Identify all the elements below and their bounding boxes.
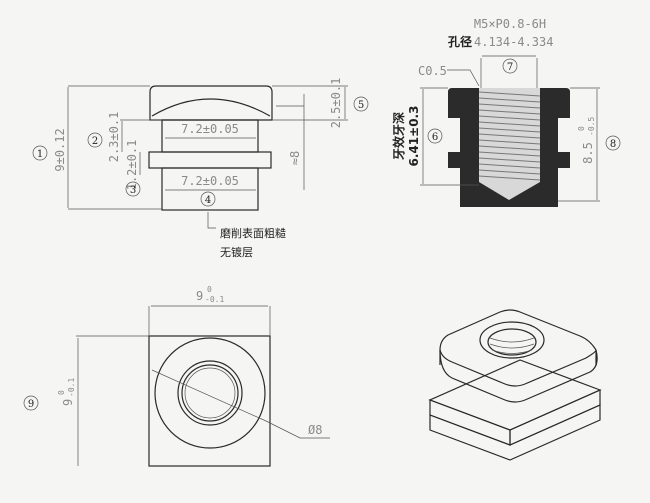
thread-line: [478, 115, 541, 121]
callout-2: 2: [87, 132, 103, 148]
callout-7: 7: [502, 58, 518, 74]
callout-6: 6: [427, 128, 443, 144]
svg-text:0: 0: [577, 126, 586, 131]
thread-line: [478, 163, 541, 169]
svg-text:3: 3: [130, 185, 136, 196]
overall-height-label: 9±0.12: [53, 128, 67, 171]
surface-note-line2: 无镀层: [220, 245, 253, 259]
svg-text:-0.1: -0.1: [205, 295, 224, 304]
chamfer-label: C0.5: [418, 64, 447, 78]
isometric-view: [428, 309, 602, 461]
svg-text:8: 8: [610, 139, 616, 150]
svg-text:9: 9: [61, 399, 75, 406]
thread-spec: M5×P0.8-6H: [474, 17, 546, 31]
svg-text:9: 9: [28, 399, 34, 410]
thread-lines: [478, 91, 541, 181]
svg-text:6: 6: [432, 132, 438, 143]
callout-5: 5: [353, 96, 369, 112]
upper-width-label: 7.2±0.05: [181, 122, 239, 136]
top-height-label: 9 0 -0.1: [57, 378, 76, 406]
svg-text:1: 1: [37, 149, 43, 160]
flange-circle: [154, 337, 266, 449]
front-view: 9±0.12 2.3±0.1 1.2±0.1 7.2±0.05 7.2±0.05…: [32, 78, 369, 259]
callout-1: 1: [32, 145, 48, 161]
section-view: M5×P0.8-6H 孔径 4.134-4.334 C0.5 牙效牙深 6.41…: [391, 17, 621, 207]
bore-inner-circle: [181, 364, 239, 422]
svg-text:5: 5: [358, 100, 364, 111]
svg-text:2: 2: [92, 136, 98, 147]
hole-label: 孔径: [448, 34, 472, 49]
section-height-label: 8.5 0 -0.5: [577, 117, 596, 164]
threaded-hole: [479, 88, 540, 200]
thread-line: [478, 139, 541, 145]
top-view: 9 0 -0.1 9 0 -0.1 Ø8 9: [23, 285, 330, 467]
thread-line: [478, 145, 541, 151]
thread-line: [478, 103, 541, 109]
lower-width-label: 7.2±0.05: [181, 174, 239, 188]
cap-outline: [149, 85, 273, 121]
thread-line: [478, 127, 541, 133]
diameter-label: Ø8: [308, 423, 322, 437]
svg-text:4: 4: [205, 195, 211, 206]
callout-3: 3: [125, 181, 141, 197]
callout-8: 8: [605, 135, 621, 151]
hole-range: 4.134-4.334: [474, 35, 553, 49]
svg-text:0: 0: [207, 285, 212, 294]
neck-height-label: 2.3±0.1: [107, 112, 121, 163]
thread-line: [478, 133, 541, 139]
svg-text:-0.1: -0.1: [67, 378, 76, 397]
thread-line: [478, 169, 541, 175]
callout-4: 4: [200, 191, 216, 207]
thread-depth-value: 6.41±0.3: [407, 106, 421, 167]
flange-height-label: 1.2±0.1: [125, 140, 139, 191]
thread-line: [478, 109, 541, 115]
cap-height-label: 2.5±0.1: [329, 78, 343, 129]
thread-line: [478, 121, 541, 127]
thread-line: [478, 175, 541, 181]
thread-line: [478, 91, 541, 97]
svg-text:7: 7: [507, 62, 513, 73]
flange: [148, 151, 272, 169]
bore-outer-circle: [177, 360, 243, 426]
lower-body: [161, 167, 259, 211]
thread-line: [478, 151, 541, 157]
callout-9: 9: [23, 395, 39, 411]
thread-depth-label: 牙效牙深: [391, 112, 406, 160]
svg-text:-0.5: -0.5: [587, 117, 596, 136]
top-width-label: 9 0 -0.1: [196, 285, 224, 304]
svg-text:9: 9: [196, 289, 203, 303]
thread-line: [478, 157, 541, 163]
body-height-label: ≈8: [288, 151, 302, 165]
svg-text:8.5: 8.5: [581, 142, 595, 164]
square-outline: [148, 335, 271, 467]
svg-text:0: 0: [57, 390, 66, 395]
thread-line: [478, 97, 541, 103]
surface-note-line1: 磨削表面粗糙: [220, 226, 286, 240]
cap-dome-curve: [151, 98, 271, 117]
